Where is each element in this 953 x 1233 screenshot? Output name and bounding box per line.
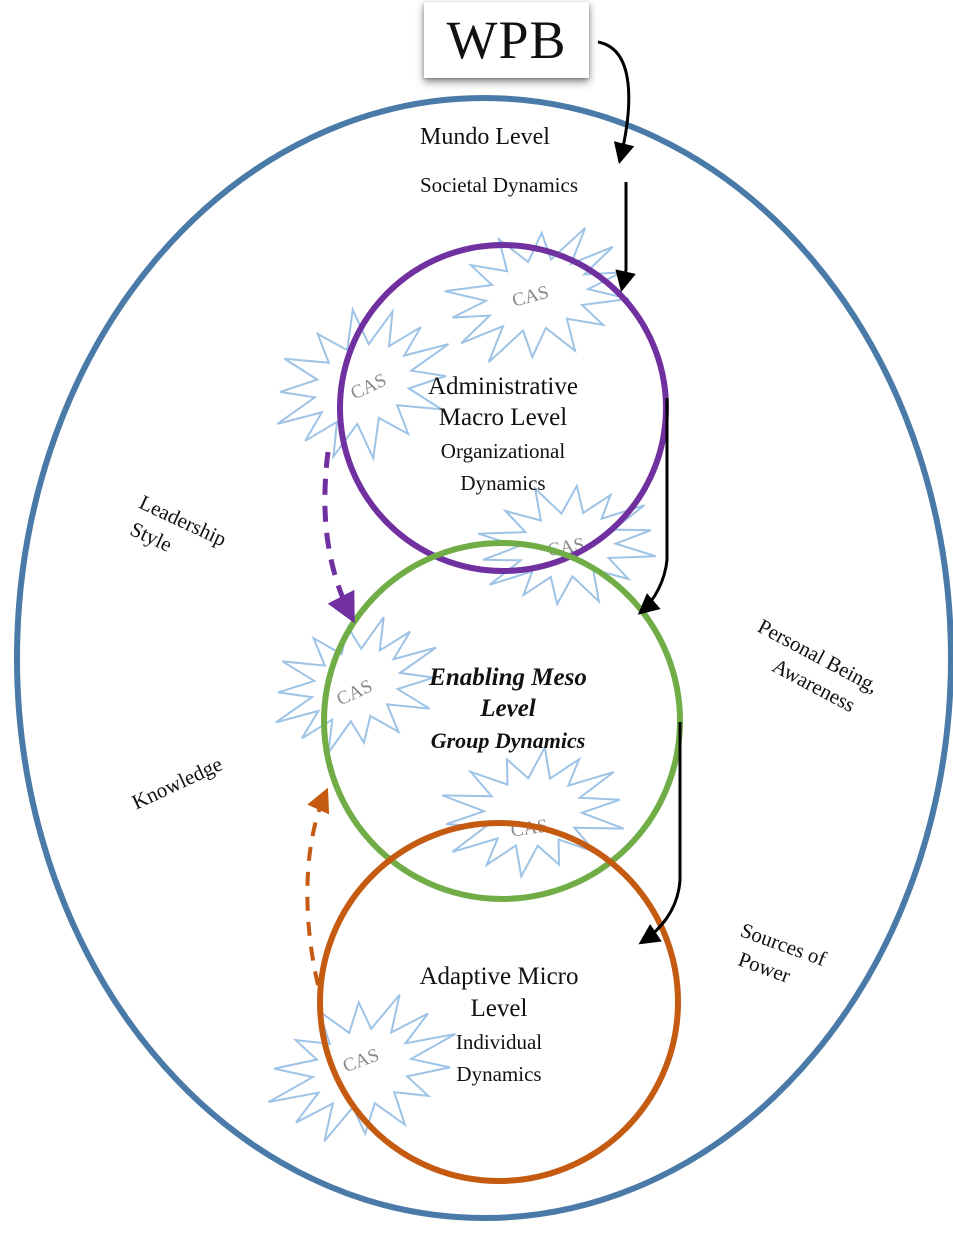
mundo-to-macro-arrow	[615, 182, 636, 293]
starburst-shape	[276, 306, 450, 462]
cas-label: CAS	[333, 676, 375, 711]
macro-sub-line1: Organizational	[441, 439, 566, 463]
macro-sub-line2: Dynamics	[460, 471, 545, 495]
micro-level-circle	[317, 820, 681, 1184]
wpb-to-mundo-arrow	[597, 40, 635, 165]
mundo-level-ellipse	[14, 95, 953, 1221]
cas-label: CAS	[510, 282, 551, 312]
micro-title-line1: Adaptive Micro	[420, 963, 579, 990]
cas-label: CAS	[347, 370, 389, 405]
macro-title-line2: Macro Level	[439, 404, 567, 431]
micro-sub-line2: Dynamics	[456, 1062, 541, 1086]
macro-title-line1: Administrative	[428, 373, 578, 400]
sources-of-power-label: Sources of Power	[735, 918, 829, 988]
starburst-shape	[441, 744, 625, 880]
knowledge-label: Knowledge	[128, 752, 226, 815]
cas-starburst: CAS	[444, 227, 630, 363]
cas-starburst: CAS	[441, 744, 625, 880]
meso-sub: Group Dynamics	[431, 728, 586, 753]
wpb-box: WPB	[424, 2, 589, 78]
meso-title-line1: Enabling Meso	[428, 664, 587, 691]
wpb-label: WPB	[446, 10, 567, 70]
leadership-dashed-arrow	[322, 451, 355, 624]
meso-title-line2: Level	[479, 695, 536, 722]
cas-starburst: CAS	[268, 994, 456, 1142]
leadership-style-label: Leadership Style	[127, 490, 231, 557]
societal-dynamics-label: Societal Dynamics	[420, 173, 578, 197]
macro-to-meso-arrow	[637, 398, 669, 615]
starburst-shape	[275, 616, 437, 754]
mundo-level-label: Mundo Level	[420, 124, 550, 150]
starburst-shape	[268, 994, 456, 1142]
micro-sub-line1: Individual	[456, 1030, 542, 1054]
starburst-shape	[444, 227, 630, 363]
personal-being-awareness-label: Personal Being, Awareness	[754, 614, 883, 717]
cas-label: CAS	[340, 1045, 382, 1077]
micro-title-line2: Level	[471, 995, 528, 1022]
meso-level-circle	[321, 540, 683, 902]
meso-to-micro-arrow	[638, 722, 682, 945]
